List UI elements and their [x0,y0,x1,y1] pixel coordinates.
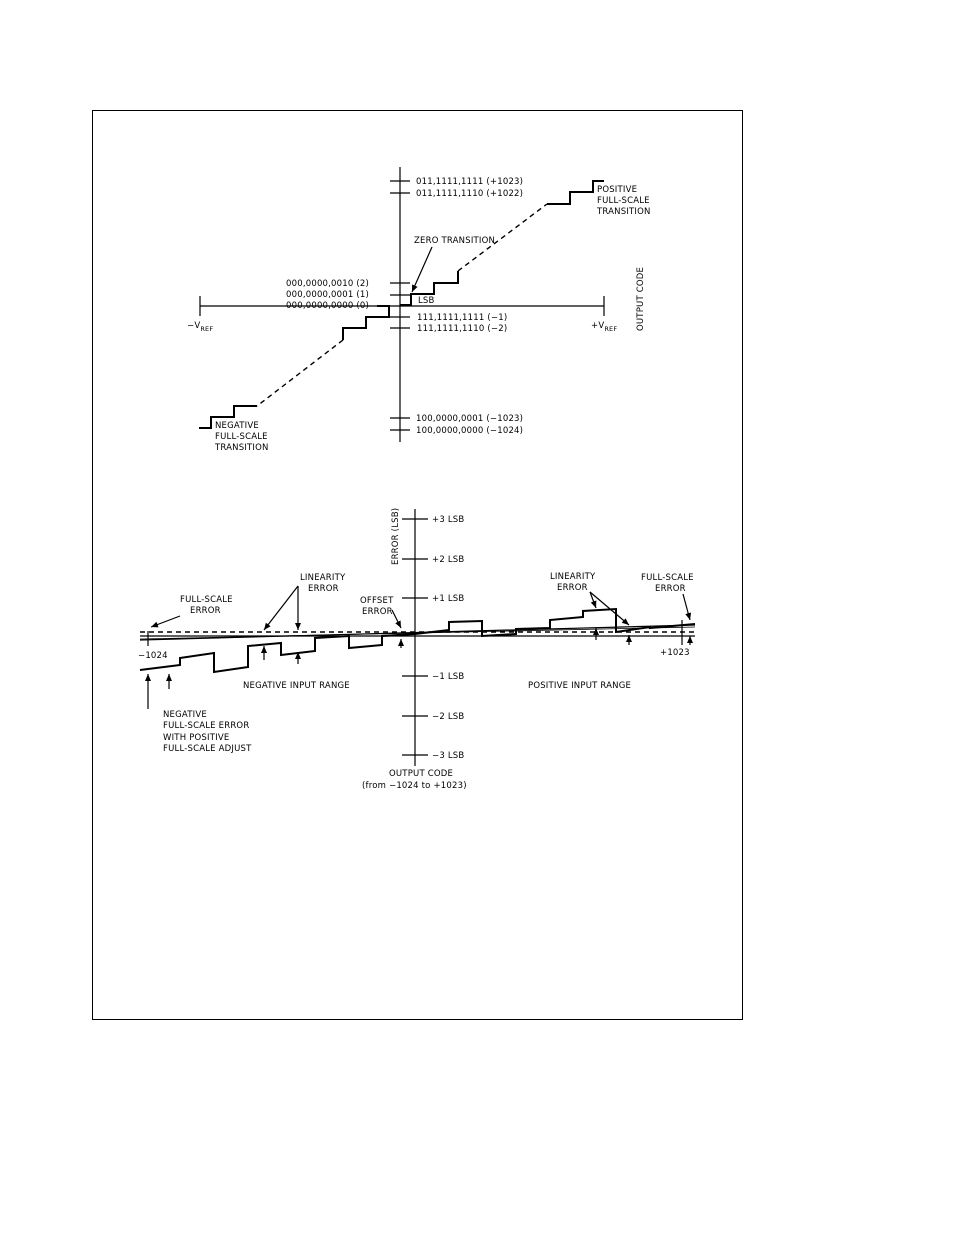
offset-error-arrow [391,609,402,629]
neg-fs-line2: FULL-SCALE [215,432,268,442]
error-y-ticks [402,518,428,756]
neg-staircase-low [342,305,390,340]
fs-error-right-line2: ERROR [655,584,686,594]
neg-range-label: NEGATIVE INPUT RANGE [243,681,350,691]
tick-minus2: −2 LSB [432,712,464,722]
pos-fs-line1: POSITIVE [597,185,637,195]
pos-range-label: POSITIVE INPUT RANGE [528,681,631,691]
neg-fs-note-line2: FULL-SCALE ERROR [163,721,249,731]
neg-staircase-high [199,405,257,429]
error-y-label: ERROR (LSB) [391,508,401,565]
linearity-left-line1: LINEARITY [300,573,346,583]
offset-error-line2: ERROR [362,607,393,617]
pos-fs-line3: TRANSITION [596,207,651,217]
linearity-right-arrow-1 [589,591,597,609]
error-x-label-line1: OUTPUT CODE [389,769,453,779]
neg-vref-label: −VREF [187,321,213,333]
zero-transition-label: ZERO TRANSITION [414,236,495,246]
code-pos-1022: 011,1111,1110 (+1022) [416,189,523,199]
tick-minus3: −3 LSB [432,751,464,761]
offset-error-line1: OFFSET [360,596,394,606]
transfer-y-ticks [390,180,410,431]
pos-vref-label: +VREF [591,321,617,333]
fs-error-right-arrow [682,593,692,621]
right-sawtooth [414,607,696,638]
fs-error-left-arrow [150,615,181,628]
code-2: 000,0000,0010 (2) [286,279,369,289]
code-neg-1: 111,1111,1111 (−1) [417,313,507,323]
lsb-label: LSB [418,296,435,306]
linearity-right-arrow-2 [589,591,630,626]
error-diagram: +3 LSB +2 LSB +1 LSB −1 LSB −2 LSB −3 LS… [138,508,696,791]
linearity-right-line2: ERROR [557,583,588,593]
transfer-y-label: OUTPUT CODE [636,267,646,331]
linearity-right-line1: LINEARITY [550,572,596,582]
code-pos-1023: 011,1111,1111 (+1023) [416,177,523,187]
fs-error-left-line1: FULL-SCALE [180,595,233,605]
linearity-left-line2: ERROR [308,584,339,594]
tick-plus3: +3 LSB [432,515,464,525]
neg-fs-line3: TRANSITION [214,443,269,453]
tick-minus1: −1 LSB [432,672,464,682]
code-1: 000,0000,0001 (1) [286,290,369,300]
code-neg-1023: 100,0000,0001 (−1023) [416,414,523,424]
neg-dashed-ramp [256,339,344,407]
neg-fs-line1: NEGATIVE [215,421,259,431]
figure-frame [92,110,743,1020]
zero-transition-arrow [411,246,433,293]
pos-staircase-low [400,271,459,306]
code-neg-1024: 100,0000,0000 (−1024) [416,426,523,436]
code-neg-2: 111,1111,1110 (−2) [417,324,507,334]
pos-fs-line2: FULL-SCALE [597,196,650,206]
tick-plus2: +2 LSB [432,555,464,565]
linearity-left-arrow-1 [263,585,299,631]
neg-fs-note-line3: WITH POSITIVE [163,733,229,743]
x-max-label: +1023 [660,648,690,658]
ideal-line [139,624,696,641]
code-0: 000,0000,0000 (0) [286,301,369,311]
fs-error-left-line2: ERROR [190,606,221,616]
neg-fs-note-line4: FULL-SCALE ADJUST [163,744,252,754]
pos-staircase-high [547,180,604,205]
neg-fs-note-line1: NEGATIVE [163,710,207,720]
error-x-label-line2: (from −1024 to +1023) [362,781,467,791]
left-sawtooth [139,633,416,674]
fs-error-right-line1: FULL-SCALE [641,573,694,583]
x-min-label: −1024 [138,651,168,661]
tick-plus1: +1 LSB [432,594,464,604]
pos-dashed-ramp [457,203,548,272]
transfer-diagram: 011,1111,1111 (+1023) 011,1111,1110 (+10… [187,167,651,453]
